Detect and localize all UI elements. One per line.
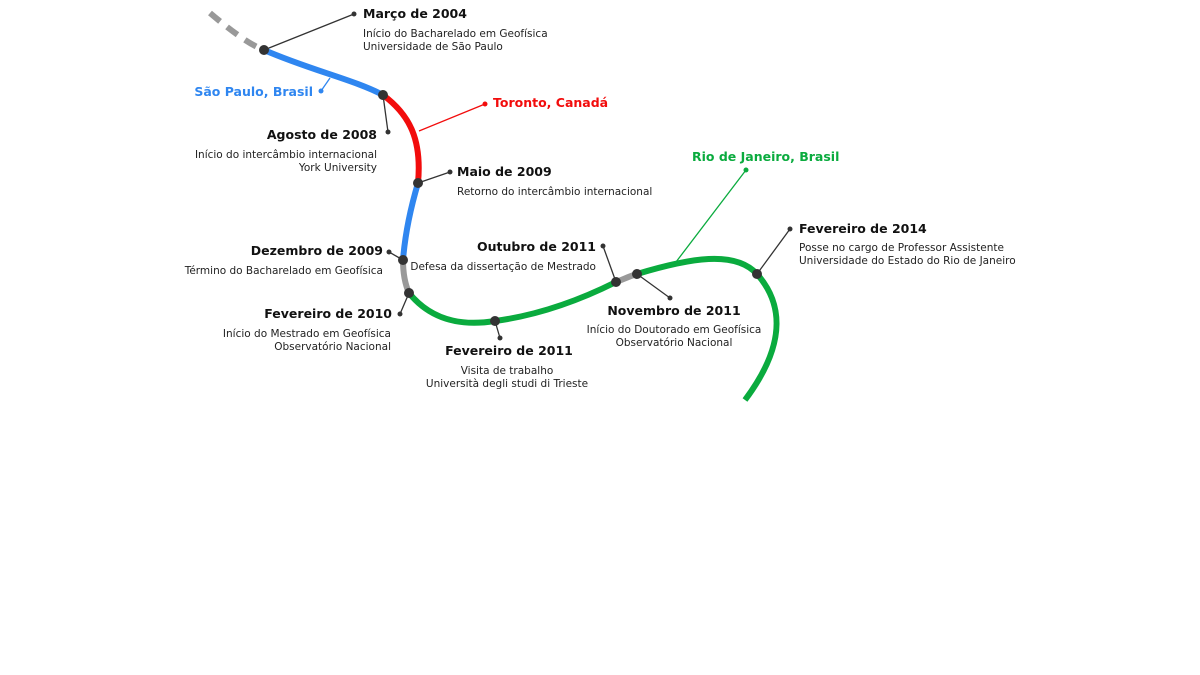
event-leader-end-mar-2004 [351, 11, 357, 17]
event-desc-fev-2010-line1: Início do Mestrado em Geofísica [223, 328, 391, 340]
event-leader-mar-2004 [263, 13, 355, 51]
event-desc-ago-2008-line1: Início do intercâmbio internacional [195, 149, 377, 161]
event-date-dez-2009: Dezembro de 2009 [251, 243, 383, 258]
event-leader-end-out-2011 [600, 243, 606, 249]
event-leader-ago-2008 [382, 94, 389, 133]
event-node-nov-2011 [632, 269, 642, 279]
event-node-fev-2011 [490, 316, 500, 326]
event-desc-out-2011-line1: Defesa da dissertação de Mestrado [410, 261, 596, 273]
event-node-ago-2008 [378, 90, 388, 100]
route-segment-toronto [381, 92, 422, 184]
toronto-leader-end [482, 101, 488, 107]
route-segment-sao-paulo-1 [262, 47, 385, 98]
event-date-mai-2009: Maio de 2009 [457, 164, 552, 179]
event-leader-nov-2011 [636, 273, 671, 299]
event-leader-out-2011 [602, 245, 617, 283]
event-node-mar-2004 [259, 45, 269, 55]
route-segment-rio-1 [406, 279, 618, 326]
rio-leader-end [743, 167, 749, 173]
event-date-ago-2008: Agosto de 2008 [267, 127, 377, 142]
event-desc-fev-2014-line1: Posse no cargo de Professor Assistente [799, 242, 1004, 254]
event-leader-end-fev-2011 [497, 335, 503, 341]
event-desc-fev-2010-line2: Observatório Nacional [274, 341, 391, 353]
sao-paulo-leader [320, 77, 331, 92]
route-segment-transition-1 [400, 259, 412, 295]
rio-leader [675, 169, 747, 263]
event-node-mai-2009 [413, 178, 423, 188]
event-desc-fev-2011-line2: Università degli studi di Trieste [426, 378, 588, 390]
toronto-label: Toronto, Canadá [493, 95, 608, 110]
rio-label: Rio de Janeiro, Brasil [692, 149, 839, 164]
toronto-leader [418, 103, 486, 132]
event-leader-end-dez-2009 [386, 249, 392, 255]
event-leader-end-fev-2010 [397, 311, 403, 317]
event-node-out-2011 [611, 277, 621, 287]
event-leader-end-nov-2011 [667, 295, 673, 301]
event-leader-mai-2009 [417, 171, 451, 184]
event-desc-fev-2014-line2: Universidade do Estado do Rio de Janeiro [799, 255, 1016, 267]
sao-paulo-leader-end [318, 88, 324, 94]
event-leader-end-mai-2009 [447, 169, 453, 175]
event-desc-mar-2004-line2: Universidade de São Paulo [363, 41, 503, 53]
event-leader-end-ago-2008 [385, 129, 391, 135]
sao-paulo-label: São Paulo, Brasil [194, 84, 313, 99]
event-node-fev-2014 [752, 269, 762, 279]
event-desc-fev-2011-line1: Visita de trabalho [461, 365, 554, 377]
event-desc-nov-2011-line2: Observatório Nacional [616, 337, 733, 349]
event-leader-end-fev-2014 [787, 226, 793, 232]
event-leader-fev-2014 [756, 228, 791, 275]
event-desc-ago-2008-line2: York University [298, 162, 377, 174]
event-desc-nov-2011-line1: Início do Doutorado em Geofísica [587, 324, 762, 336]
event-date-fev-2014: Fevereiro de 2014 [799, 221, 927, 236]
event-node-fev-2010 [404, 288, 414, 298]
event-desc-mai-2009-line1: Retorno do intercâmbio internacional [457, 186, 652, 198]
event-date-nov-2011: Novembro de 2011 [607, 303, 740, 318]
route-segment-sao-paulo-2 [400, 182, 421, 261]
event-desc-dez-2009-line1: Término do Bacharelado em Geofísica [184, 265, 383, 277]
route-segment-before-start [208, 10, 266, 53]
event-desc-mar-2004-line1: Início do Bacharelado em Geofísica [363, 28, 548, 40]
event-node-dez-2009 [398, 255, 408, 265]
event-date-mar-2004: Março de 2004 [363, 6, 467, 21]
event-date-out-2011: Outubro de 2011 [477, 239, 596, 254]
event-date-fev-2010: Fevereiro de 2010 [264, 306, 392, 321]
event-date-fev-2011: Fevereiro de 2011 [445, 343, 573, 358]
